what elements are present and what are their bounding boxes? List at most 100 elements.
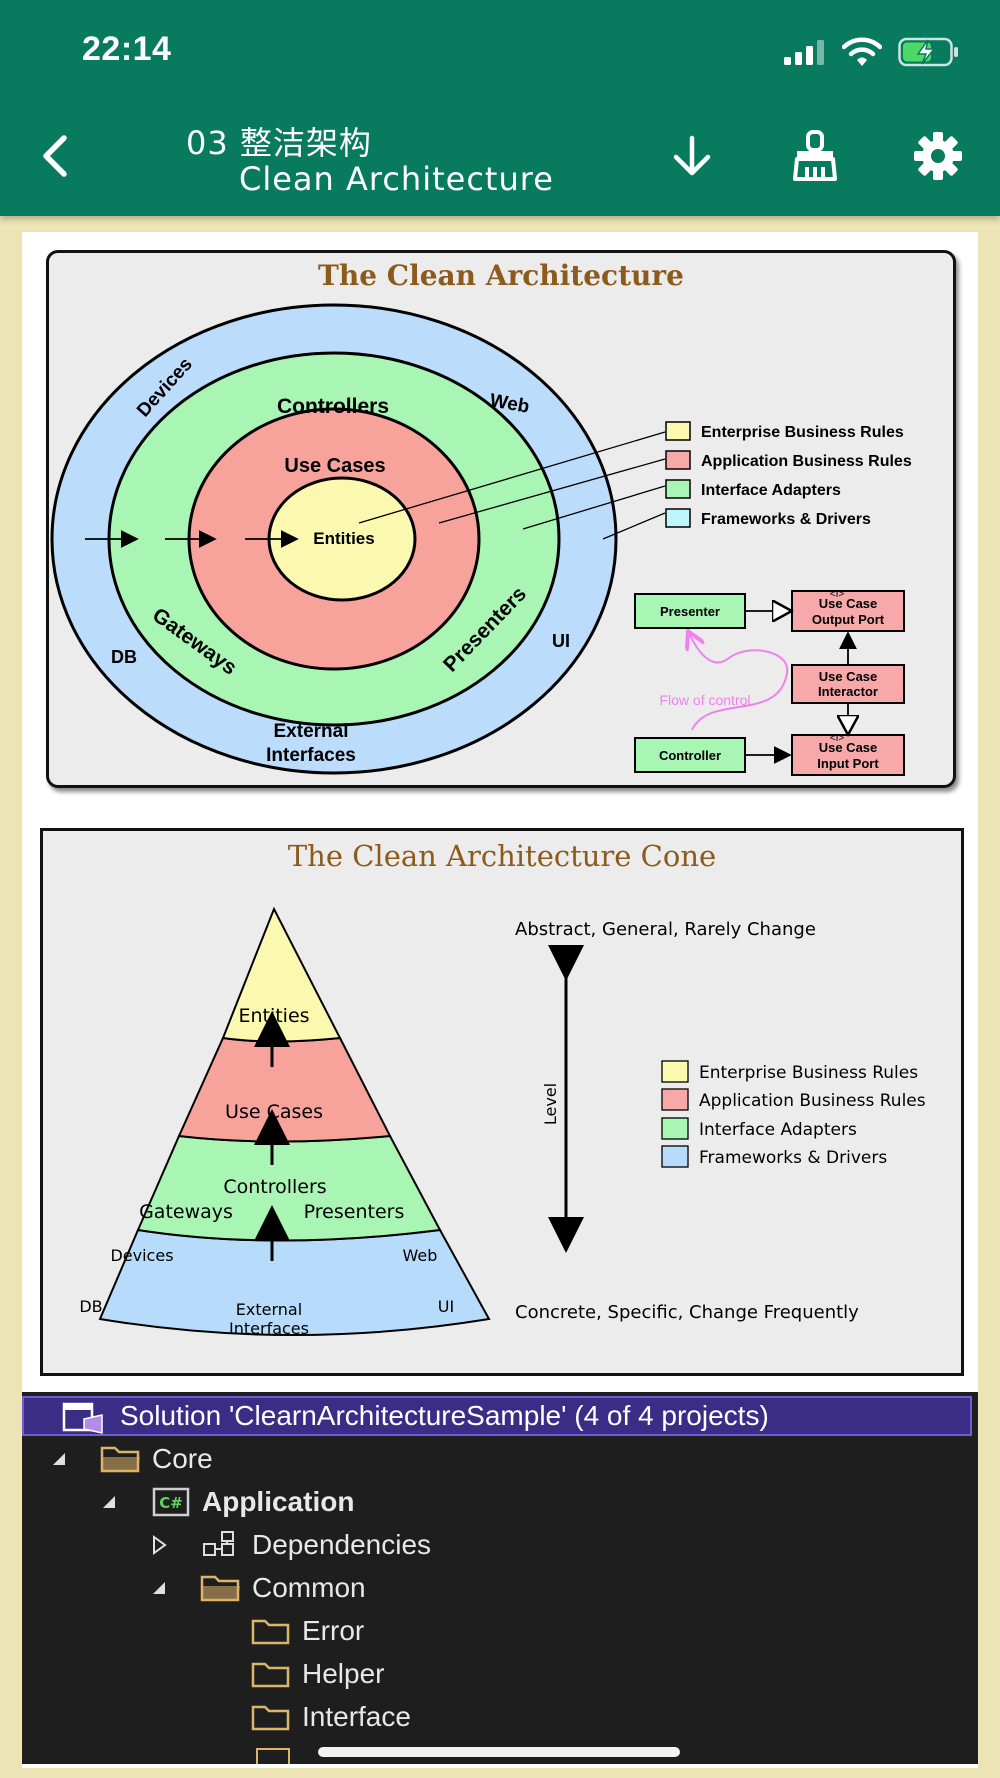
legend-swatch-adapters <box>665 479 691 499</box>
solution-icon <box>62 1402 103 1434</box>
tree-item-label: Core <box>152 1443 213 1474</box>
gear-icon <box>914 132 962 180</box>
tree-item-core[interactable]: Core <box>46 1438 213 1480</box>
cone-legend-swatch-frameworks <box>661 1145 689 1168</box>
legend-label-enterprise: Enterprise Business Rules <box>701 424 904 441</box>
legend-label-application: Application Business Rules <box>701 453 912 470</box>
legend-label-adapters: Interface Adapters <box>701 482 841 499</box>
controllers-label: Controllers <box>277 395 389 418</box>
legend-label-frameworks: Frameworks & Drivers <box>701 511 871 528</box>
tree-item-helper[interactable]: Helper <box>250 1653 384 1695</box>
cone-entities-label: Entities <box>238 1005 309 1027</box>
tree-item-common[interactable]: Common <box>146 1567 366 1609</box>
cone-db-label: DB <box>79 1297 102 1316</box>
tree-item-interface[interactable]: Interface <box>250 1696 411 1738</box>
clean-architecture-cone-figure: The Clean Architecture Cone Entities Use… <box>40 828 964 1376</box>
flow-of-control-diagram: Presenter Use Case Output Port Use Case … <box>634 590 905 776</box>
use-cases-label: Use Cases <box>284 455 385 477</box>
presenter-box <box>634 593 746 629</box>
interactor-label-1: Use Case <box>819 669 878 684</box>
output-port-label-2: Output Port <box>812 612 885 627</box>
presenter-box-label: Presenter <box>660 604 720 619</box>
folder-icon <box>250 1659 292 1689</box>
cone-legend-adapters: Interface Adapters <box>699 1120 857 1140</box>
figure-title: The Clean Architecture <box>318 259 684 292</box>
status-icons <box>784 34 960 70</box>
clean-architecture-cone-diagram: Entities Use Cases Controllers Gateways … <box>79 906 926 1338</box>
tree-item-label: Common <box>252 1572 366 1603</box>
svg-text:C#: C# <box>159 1494 183 1512</box>
controller-box-label: Controller <box>659 748 721 763</box>
cone-use-cases-label: Use Cases <box>225 1101 323 1123</box>
solution-explorer: Solution 'ClearnArchitectureSample' (4 o… <box>22 1392 978 1764</box>
collapsed-arrow-icon[interactable] <box>146 1535 172 1555</box>
expanded-arrow-icon[interactable] <box>96 1494 122 1510</box>
flow-of-control-label: Flow of control <box>659 692 750 708</box>
folder-icon <box>200 1573 242 1603</box>
db-label: DB <box>111 647 137 667</box>
cone-legend-swatch-adapters <box>661 1117 689 1140</box>
cone-gateways-label: Gateways <box>139 1201 233 1223</box>
clean-button[interactable] <box>785 126 845 186</box>
tree-item-label: Error <box>302 1615 365 1646</box>
cone-external-label-1: External <box>236 1300 302 1319</box>
broom-icon <box>793 130 837 181</box>
clean-architecture-diagram: Devices Web Controllers Use Cases Entiti… <box>50 303 912 776</box>
level-axis-label: Level <box>541 1083 560 1125</box>
level-bottom-label: Concrete, Specific, Change Frequently <box>515 1302 859 1323</box>
cone-presenters-label: Presenters <box>304 1201 405 1223</box>
cone-legend-enterprise: Enterprise Business Rules <box>699 1063 918 1083</box>
cone-devices-label: Devices <box>110 1246 173 1265</box>
cone-external-label-2: Interfaces <box>229 1319 309 1338</box>
cone-legend-swatch-enterprise <box>661 1060 689 1083</box>
cone-web-label: Web <box>403 1246 438 1265</box>
tree-item-label: Interface <box>302 1701 411 1732</box>
cone-legend-application: Application Business Rules <box>699 1091 926 1111</box>
legend-swatch-frameworks <box>665 508 691 528</box>
cone-ui-label: UI <box>438 1297 454 1316</box>
level-top-label: Abstract, General, Rarely Change <box>515 919 816 940</box>
cone-figure-title: The Clean Architecture Cone <box>287 839 717 873</box>
folder-icon <box>250 1616 292 1646</box>
tree-item-application[interactable]: C# Application <box>96 1481 354 1523</box>
clean-architecture-figure: The Clean Architecture <box>46 250 956 788</box>
tree-item-label: Dependencies <box>252 1529 432 1560</box>
external-label-1: External <box>274 721 349 742</box>
page-title-chinese: 03 整洁架构 <box>186 124 372 162</box>
figure2-legend: Enterprise Business Rules Application Bu… <box>661 1060 926 1168</box>
status-time: 22:14 <box>82 30 172 68</box>
external-label-2: Interfaces <box>266 745 356 766</box>
home-indicator[interactable] <box>318 1747 680 1757</box>
tree-item-label: Helper <box>302 1658 385 1689</box>
solution-label: Solution 'ClearnArchitectureSample' (4 o… <box>120 1400 769 1431</box>
tree-item-dependencies[interactable]: Dependencies <box>146 1524 431 1566</box>
tree-item-error[interactable]: Error <box>250 1610 364 1652</box>
input-port-label-1: Use Case <box>819 740 878 755</box>
expanded-arrow-icon[interactable] <box>46 1451 72 1467</box>
cone-controllers-label: Controllers <box>223 1176 326 1198</box>
entities-label: Entities <box>313 529 374 548</box>
tree-item-partial <box>256 1748 290 1764</box>
solution-row[interactable]: Solution 'ClearnArchitectureSample' (4 o… <box>22 1396 972 1436</box>
settings-button[interactable] <box>908 126 968 186</box>
cone-legend-frameworks: Frameworks & Drivers <box>699 1148 887 1168</box>
figure1-legend: Enterprise Business Rules Application Bu… <box>665 421 912 528</box>
download-button[interactable] <box>662 126 722 186</box>
arrow-down-icon <box>673 135 711 176</box>
interactor-label-2: Interactor <box>818 684 878 699</box>
cone-legend-swatch-application <box>661 1088 689 1111</box>
folder-icon <box>250 1702 292 1732</box>
wifi-icon <box>842 37 882 66</box>
expanded-arrow-icon[interactable] <box>146 1580 172 1596</box>
cone-use-cases-layer <box>177 1036 392 1143</box>
page-title-english: Clean Architecture <box>239 160 554 198</box>
back-button[interactable] <box>26 126 86 186</box>
battery-charging-icon <box>898 37 958 67</box>
chevron-left-icon <box>43 135 67 177</box>
legend-swatch-application <box>665 450 691 470</box>
tree-item-label: Application <box>202 1486 355 1517</box>
svg-text:<I>: <I> <box>830 733 845 744</box>
signal-icon <box>784 40 824 65</box>
output-port-label-1: Use Case <box>819 596 878 611</box>
output-port-box <box>791 590 905 632</box>
